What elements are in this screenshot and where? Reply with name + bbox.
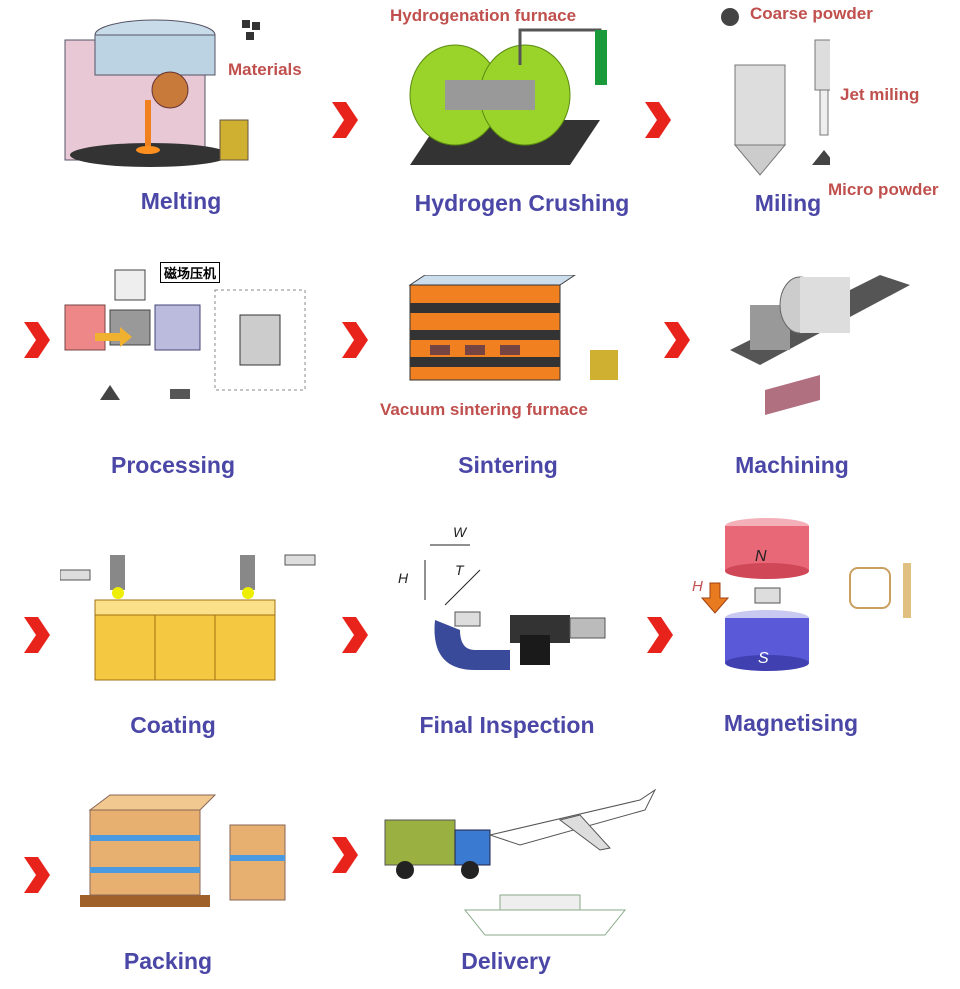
step-label-processing: Processing (111, 452, 235, 478)
step-label-hydrogen-crushing: Hydrogen Crushing (414, 190, 630, 216)
dimension-w: W (453, 524, 467, 540)
chevron-right-icon (24, 322, 50, 358)
callout-coarse-powder: Coarse powder (750, 4, 873, 23)
pole-s: S (758, 650, 769, 667)
chevron-right-icon (24, 617, 50, 653)
step-label-melting: Melting (140, 188, 222, 214)
magnetic-press-illustration (64, 269, 306, 400)
callout-hydrogenation-furnace: Hydrogenation furnace (390, 6, 577, 25)
chevron-right-icon (332, 102, 358, 138)
dimension-h: H (398, 570, 409, 586)
jet-mill-illustration (721, 8, 830, 176)
step-label-coating: Coating (130, 712, 216, 738)
magnetiser-illustration (700, 518, 911, 671)
step-label-delivery: Delivery (461, 948, 551, 974)
callout-vacuum-sintering-furnace: Vacuum sintering furnace (380, 400, 588, 419)
step-label-magnetising: Magnetising (723, 710, 859, 736)
callout-jet-miling: Jet miling (840, 85, 920, 104)
chevron-right-icon (647, 617, 673, 653)
chevron-right-icon (342, 322, 368, 358)
field-h: H (692, 578, 703, 595)
chevron-right-icon (645, 102, 671, 138)
step-label-sintering: Sintering (458, 452, 558, 478)
callout-materials: Materials (228, 60, 302, 79)
chevron-right-icon (332, 837, 358, 873)
step-label-machining: Machining (735, 452, 849, 478)
chevron-right-icon (664, 322, 690, 358)
chevron-right-icon (24, 857, 50, 893)
step-label-miling: Miling (754, 190, 822, 216)
callout-magnetic-press: 磁场压机 (160, 262, 221, 283)
chevron-right-icon (342, 617, 368, 653)
step-label-packing: Packing (123, 948, 213, 974)
step-label-final-inspection: Final Inspection (419, 712, 595, 738)
callout-micro-powder: Micro powder (828, 180, 939, 199)
micrometer-illustration (424, 544, 606, 670)
pole-n: N (755, 548, 767, 565)
coating-line-illustration (60, 554, 316, 681)
dimension-t: T (455, 562, 464, 578)
melting-furnace-illustration (64, 19, 260, 167)
machining-illustration (730, 275, 910, 415)
hydrogenation-furnace-illustration (409, 28, 607, 165)
delivery-illustration (384, 788, 657, 936)
packing-illustration (80, 794, 286, 907)
sintering-furnace-illustration (408, 275, 618, 381)
